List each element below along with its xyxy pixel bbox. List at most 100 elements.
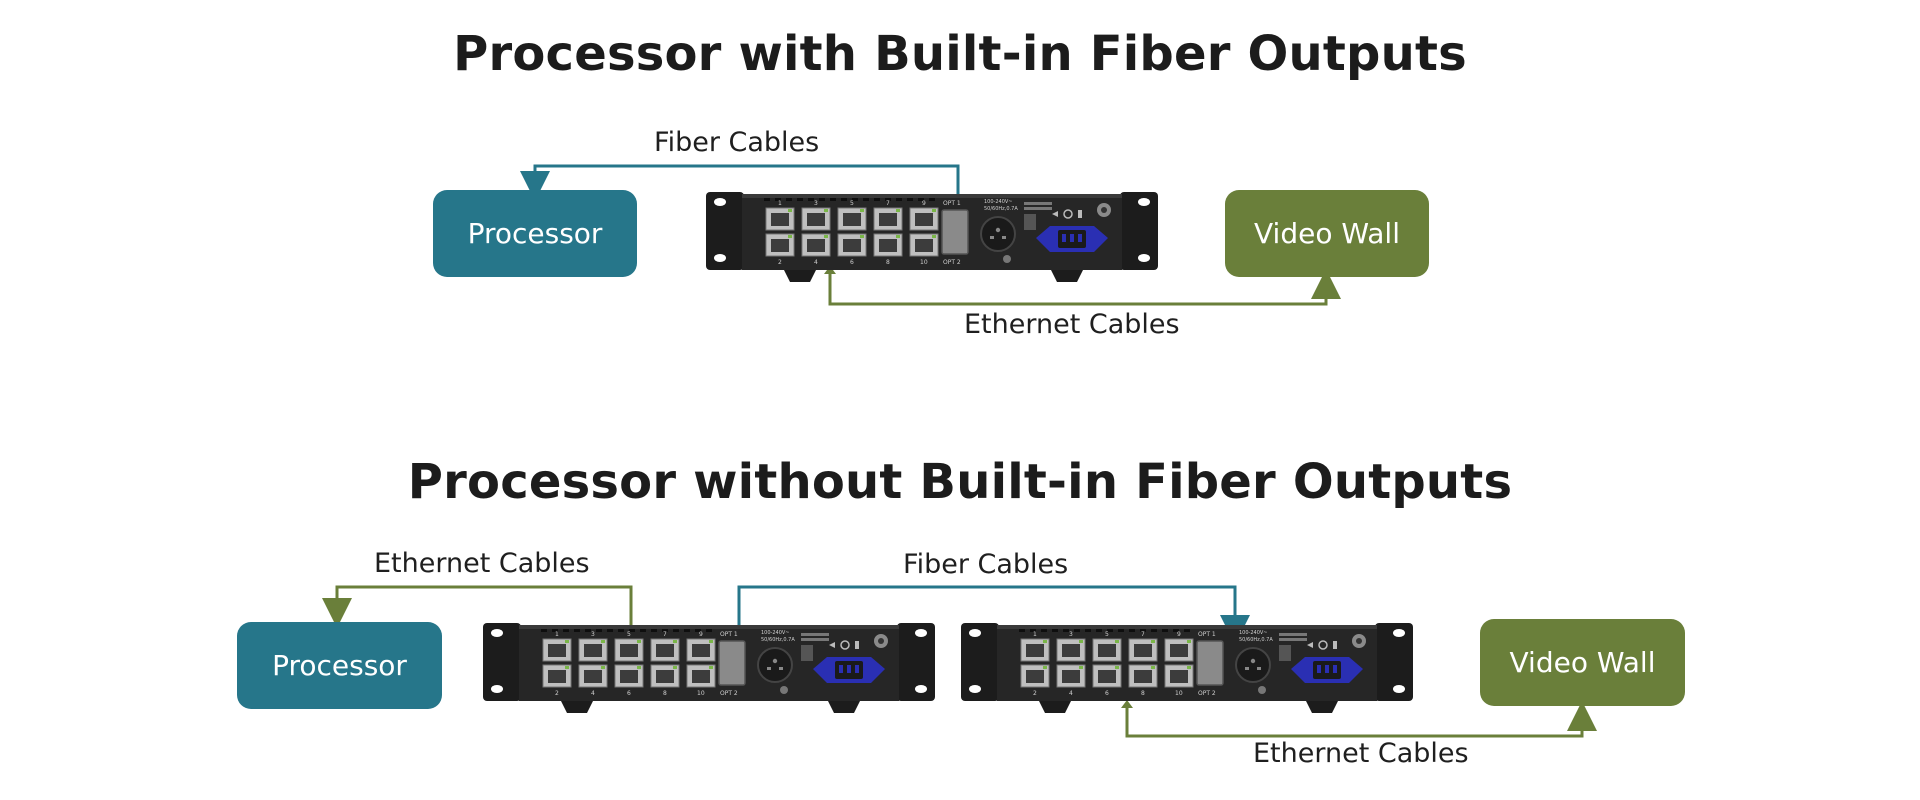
top-processor-box: Processor (433, 190, 637, 277)
vent-slot (1173, 629, 1179, 632)
vent-slot (574, 629, 580, 632)
port-led (709, 666, 713, 669)
rj45-port-socket (1026, 644, 1044, 657)
bottom-processor-box: Processor (237, 622, 442, 709)
port-number-8: 8 (886, 259, 890, 266)
port-number-8: 8 (1141, 690, 1145, 697)
port-number-6: 6 (1105, 690, 1109, 697)
rj45-port-socket (843, 239, 861, 252)
rj45-port-socket (656, 670, 674, 683)
port-number-3: 3 (591, 631, 595, 638)
vent-slot (874, 198, 880, 201)
bottom-video-wall-box: Video Wall (1480, 619, 1685, 706)
top-fiber-cable (520, 164, 960, 204)
port-number-4: 4 (1069, 690, 1073, 697)
port-number-7: 7 (1141, 631, 1145, 638)
rj45-port-socket (843, 213, 861, 226)
port-led (1079, 666, 1083, 669)
power-rating-label: 100-240V~ 50/60Hz,0.7A (1239, 630, 1273, 643)
bottom-ethernet-cable-left (322, 585, 633, 636)
port-number-4: 4 (591, 690, 595, 697)
vent-slot (695, 629, 701, 632)
vent-slot (1019, 629, 1025, 632)
rj45-port-socket (620, 670, 638, 683)
rack-device-graphic (483, 623, 935, 713)
vent-slot (1162, 629, 1168, 632)
vent-slot (552, 629, 558, 632)
port-number-6: 6 (627, 690, 631, 697)
bottom-device-1: 1 3 5 7 9 2 4 6 8 10 OPT 1 OPT 2 100-240… (483, 623, 935, 719)
port-number-2: 2 (778, 259, 782, 266)
port-led (637, 640, 641, 643)
vent-slot (651, 629, 657, 632)
top-title: Processor with Built-in Fiber Outputs (453, 26, 1467, 82)
rj45-port-socket (1062, 670, 1080, 683)
opt1-label: OPT 1 (943, 200, 961, 207)
port-led (1079, 640, 1083, 643)
port-led (709, 640, 713, 643)
port-led (637, 666, 641, 669)
top-ethernet-cable (828, 268, 1341, 306)
rj45-port-socket (548, 670, 566, 683)
vent-slot (764, 198, 770, 201)
rj45-port-socket (807, 213, 825, 226)
vent-slot (1052, 629, 1058, 632)
vent-slot (640, 629, 646, 632)
vent-slot (684, 629, 690, 632)
vent-slot (775, 198, 781, 201)
port-led (932, 235, 936, 238)
port-led (1043, 666, 1047, 669)
vent-slot (819, 198, 825, 201)
rj45-port-socket (879, 239, 897, 252)
port-number-6: 6 (850, 259, 854, 266)
port-number-3: 3 (1069, 631, 1073, 638)
bottom-ethernet-label-left: Ethernet Cables (374, 548, 590, 579)
rj45-port-socket (656, 644, 674, 657)
top-fiber-label: Fiber Cables (654, 127, 820, 158)
port-led (1187, 666, 1191, 669)
opt2-label: OPT 2 (720, 690, 738, 697)
vent-slot (808, 198, 814, 201)
port-led (601, 640, 605, 643)
vent-slot (1030, 629, 1036, 632)
vent-slot (830, 198, 836, 201)
rj45-port-socket (1062, 644, 1080, 657)
vent-slot (541, 629, 547, 632)
bottom-title: Processor without Built-in Fiber Outputs (407, 454, 1513, 510)
rj45-port-socket (548, 644, 566, 657)
vent-slot (629, 629, 635, 632)
vent-slot (896, 198, 902, 201)
vent-slot (563, 629, 569, 632)
vent-slot (607, 629, 613, 632)
port-led (896, 209, 900, 212)
port-led (565, 666, 569, 669)
vent-slot (1041, 629, 1047, 632)
rj45-port-socket (807, 239, 825, 252)
bottom-ethernet-cable-right (1125, 701, 1597, 738)
vent-slot (1140, 629, 1146, 632)
port-number-10: 10 (697, 690, 705, 697)
rj45-port-socket (584, 644, 602, 657)
rj45-port-socket (771, 213, 789, 226)
port-number-3: 3 (814, 200, 818, 207)
vent-slot (786, 198, 792, 201)
port-led (1115, 666, 1119, 669)
vent-slot (1074, 629, 1080, 632)
port-number-5: 5 (627, 631, 631, 638)
vent-slot (1118, 629, 1124, 632)
port-led (565, 640, 569, 643)
vent-slot (907, 198, 913, 201)
bottom-ethernet-label-right: Ethernet Cables (1253, 738, 1469, 769)
rj45-port-socket (1134, 670, 1152, 683)
top-ethernet-label: Ethernet Cables (964, 309, 1180, 340)
opt1-label: OPT 1 (720, 631, 738, 638)
vent-slot (1129, 629, 1135, 632)
port-number-1: 1 (555, 631, 559, 638)
port-number-9: 9 (1177, 631, 1181, 638)
rj45-port-socket (915, 239, 933, 252)
port-led (788, 209, 792, 212)
vent-slot (618, 629, 624, 632)
vent-slot (673, 629, 679, 632)
vent-slot (1063, 629, 1069, 632)
top-device: 1 3 5 7 9 2 4 6 8 10 OPT 1 OPT 2 100-240… (706, 192, 1158, 288)
